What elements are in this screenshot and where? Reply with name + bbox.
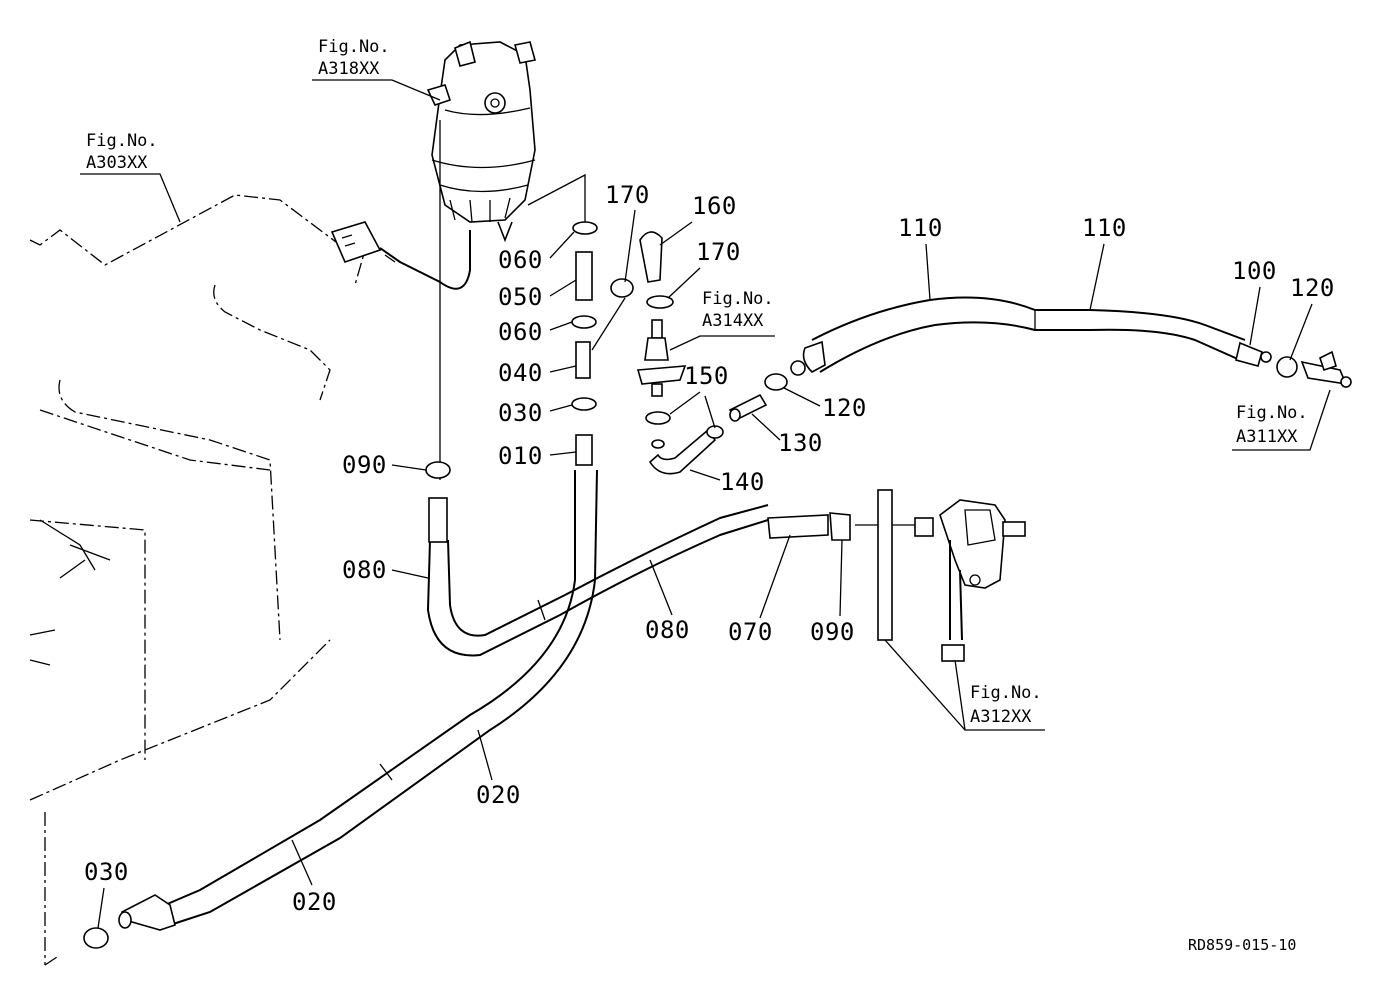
callout-030-lower: 030 bbox=[84, 858, 129, 886]
callout-140: 140 bbox=[720, 468, 765, 496]
fig-ref-a303: Fig.No. A303XX bbox=[80, 131, 181, 223]
callout-120-right: 120 bbox=[1290, 274, 1335, 302]
fig-ref-a314: Fig.No. A314XX bbox=[669, 289, 775, 351]
callout-170-lower: 170 bbox=[696, 238, 741, 266]
hose-140 bbox=[648, 425, 724, 475]
fig-ref-a312-line2: A312XX bbox=[970, 707, 1032, 727]
fig-ref-a303-line2: A303XX bbox=[86, 153, 148, 173]
fig-ref-a314-line2: A314XX bbox=[702, 311, 764, 331]
callout-060-lower: 060 bbox=[498, 318, 543, 346]
callout-020-upper: 020 bbox=[476, 781, 521, 809]
filter-outlet-stack bbox=[527, 173, 598, 466]
fig-ref-a311-line1: Fig.No. bbox=[1236, 403, 1308, 423]
callout-090-left: 090 bbox=[342, 451, 387, 479]
callout-110-right: 110 bbox=[1082, 214, 1127, 242]
fig-ref-a318: Fig.No. A318XX bbox=[312, 37, 441, 101]
callout-010: 010 bbox=[498, 442, 543, 470]
tee-fitting bbox=[1276, 350, 1352, 388]
fig-ref-a312: Fig.No. A312XX bbox=[884, 639, 1045, 731]
fig-ref-a318-line2: A318XX bbox=[318, 59, 380, 79]
fig-ref-a311: Fig.No. A311XX bbox=[1232, 389, 1331, 451]
fig-ref-a303-line1: Fig.No. bbox=[86, 131, 158, 151]
hose-110 bbox=[790, 296, 1272, 376]
fig-ref-a312-line1: Fig.No. bbox=[970, 683, 1042, 703]
return-elbow-assembly bbox=[591, 231, 674, 351]
callouts: 170 160 170 060 050 060 040 030 010 090 … bbox=[84, 181, 1335, 929]
hose-080 bbox=[425, 461, 769, 657]
callout-060-upper: 060 bbox=[498, 246, 543, 274]
callout-160: 160 bbox=[692, 192, 737, 220]
callout-110-left: 110 bbox=[898, 214, 943, 242]
frame-outline bbox=[29, 194, 366, 966]
callout-080-left: 080 bbox=[342, 556, 387, 584]
hose-020 bbox=[83, 469, 598, 949]
fuel-pump bbox=[636, 319, 687, 449]
callout-020-lower: 020 bbox=[292, 888, 337, 916]
sensor-connector bbox=[330, 221, 471, 290]
joint-130 bbox=[728, 373, 788, 422]
callout-150: 150 bbox=[684, 362, 729, 390]
electric-fuel-pump bbox=[855, 489, 1026, 662]
fuel-filter-assembly bbox=[426, 40, 537, 480]
callout-090-right: 090 bbox=[810, 618, 855, 646]
callout-120-mid: 120 bbox=[822, 394, 867, 422]
callout-040: 040 bbox=[498, 359, 543, 387]
callout-070: 070 bbox=[728, 618, 773, 646]
fig-ref-a318-line1: Fig.No. bbox=[318, 37, 390, 57]
callout-130: 130 bbox=[778, 429, 823, 457]
callout-030-upper: 030 bbox=[498, 399, 543, 427]
callout-100: 100 bbox=[1232, 257, 1277, 285]
drawing-code: RD859-015-10 bbox=[1188, 936, 1296, 954]
callout-170-upper: 170 bbox=[605, 181, 650, 209]
fig-ref-a314-line1: Fig.No. bbox=[702, 289, 774, 309]
callout-050: 050 bbox=[498, 283, 543, 311]
hose-070 bbox=[767, 512, 851, 541]
callout-080-right: 080 bbox=[645, 616, 690, 644]
fig-ref-a311-line2: A311XX bbox=[1236, 427, 1298, 447]
